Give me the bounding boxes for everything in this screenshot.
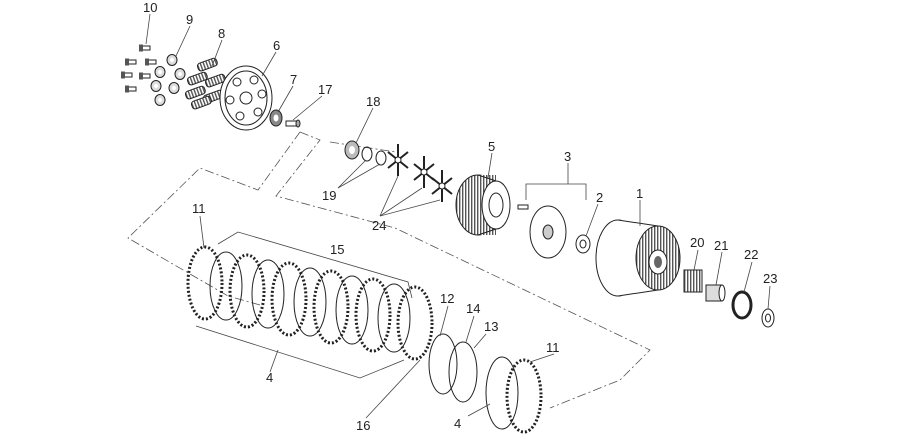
- callout-9: 9: [186, 12, 193, 27]
- callout-5: 5: [488, 139, 495, 154]
- callout-10: 10: [143, 0, 157, 15]
- callout-15: 15: [330, 242, 344, 257]
- callout-24: 24: [372, 218, 386, 233]
- callout-17: 17: [318, 82, 332, 97]
- end-plates: [485, 356, 543, 434]
- callout-21: 21: [714, 238, 728, 253]
- bearing-small: [269, 109, 283, 127]
- washer-set: [150, 54, 186, 106]
- pushrod-pin: [285, 119, 301, 128]
- hub-nut: [344, 140, 360, 160]
- bushing: [705, 284, 726, 302]
- callout-12: 12: [440, 291, 454, 306]
- callout-7: 7: [290, 72, 297, 87]
- spring-rings: [428, 333, 478, 403]
- hub-washers: [361, 146, 387, 166]
- clutch-basket: [595, 219, 681, 297]
- spacer-plate: [517, 204, 567, 259]
- assembly-outline: [127, 131, 651, 409]
- callout-8: 8: [218, 26, 225, 41]
- callout-22: 22: [744, 247, 758, 262]
- leader-lines: [145, 13, 771, 419]
- washer-23: [761, 308, 775, 328]
- pressure-plate: [219, 65, 273, 131]
- callout-18: 18: [366, 94, 380, 109]
- callout-11-upper: 11: [192, 201, 206, 216]
- callout-16: 16: [356, 418, 370, 433]
- spring-set: [184, 57, 226, 110]
- callout-6: 6: [273, 38, 280, 53]
- callout-23: 23: [763, 271, 777, 286]
- thrust-washer: [575, 234, 591, 254]
- friction-plate-stack: [186, 245, 434, 361]
- callout-4-lower: 4: [454, 416, 461, 431]
- callout-14: 14: [466, 301, 480, 316]
- bolt-set: [121, 44, 157, 93]
- callout-2: 2: [596, 190, 603, 205]
- callout-13: 13: [484, 319, 498, 334]
- ring-22: [731, 290, 753, 320]
- callout-labels: 10 9 8 6 7 17 18 19 24 5 3 2 1 20 21 22 …: [143, 0, 777, 433]
- callout-19: 19: [322, 188, 336, 203]
- callout-20: 20: [690, 235, 704, 250]
- needle-bearing: [683, 269, 703, 293]
- callout-3: 3: [564, 149, 571, 164]
- damper-spring-set: [387, 144, 453, 202]
- callout-4-left: 4: [266, 370, 273, 385]
- callout-1: 1: [636, 186, 643, 201]
- inner-clutch-hub: [455, 174, 511, 236]
- callout-11-lower: 11: [546, 340, 560, 355]
